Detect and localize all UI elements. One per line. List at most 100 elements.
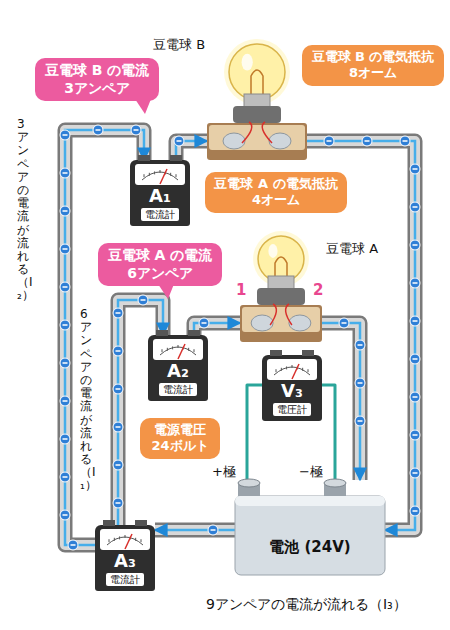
electron [60,130,70,140]
wire-group [65,130,415,545]
wire-group [155,530,235,531]
callout-text: 豆電球 A の電流 6アンペア [106,247,214,282]
electron [410,164,420,174]
electron [400,136,410,146]
wire-group [322,385,335,480]
callout-pointer-shape [135,99,151,114]
electron-sign [116,312,121,314]
callout-box: 豆電球 A の電流 6アンペア [98,243,222,286]
electron-sign [413,168,418,170]
electron-sign [413,434,418,436]
electron [113,308,123,318]
current-note-vertical: 6アンペアの電流が流れる（I₁） [80,308,92,493]
wire-tube [322,323,360,480]
callout-box: 豆電球 B の電流 3アンペア [35,58,159,101]
electron [60,396,70,406]
current-line [322,323,360,480]
electron [410,316,420,326]
electron-sign [141,299,146,301]
electron-sign [63,400,68,402]
callout-text: 豆電球 B の電気抵抗 8オーム [310,49,436,82]
electron-sign [202,322,207,324]
electron [131,125,141,135]
electron [113,498,123,508]
meter-symbol: A₃ [114,551,136,571]
electron [174,136,184,146]
electron-sign [413,320,418,322]
electron-sign [116,502,121,504]
callout-box: 電源電圧 24ボルト [140,418,220,459]
electron [113,460,123,470]
electron-sign [413,396,418,398]
electron [60,320,70,330]
current-note-vertical: 3アンペアの電流が流れる（I₂） [17,118,29,303]
meter-symbol: V₃ [281,381,303,401]
electron-sign [358,344,363,346]
electron-sign [116,350,121,352]
callout-box: 豆電球 A の電気抵抗 4オーム [205,172,347,213]
electron-sign [63,324,68,326]
callout-text: 豆電球 A の電気抵抗 4オーム [213,176,339,209]
electron [113,422,123,432]
electron-sign [358,382,363,384]
bulb-label: 豆電球 A [326,240,378,258]
electron [60,434,70,444]
meter-caption: 電流計 [141,208,179,221]
callout-box: 豆電球 B の電気抵抗 8オーム [302,45,444,86]
terminal-number: 1 [236,281,246,299]
meter-caption: 電流計 [159,383,197,396]
electron [410,240,420,250]
electron [60,244,70,254]
electron [410,278,420,288]
current-note: 9アンペアの電流が流れる（I₃） [206,596,407,614]
electron-sign [63,210,68,212]
meter-node: A₁ 電流計 [130,160,190,226]
electron [113,384,123,394]
electron [60,510,70,520]
electron [60,168,70,178]
electron-sign [211,529,216,531]
electron [60,472,70,482]
electron-sign [96,129,101,131]
callout-pointer [158,284,174,300]
meter-symbol: A₂ [167,361,189,381]
electron-sign [116,464,121,466]
callout-text: 電源電圧 24ボルト [148,422,212,455]
electron-sign [63,286,68,288]
electron-sign [327,140,332,142]
label-slot: −極 [299,463,323,481]
electron-sign [71,544,76,546]
electron-sign [63,172,68,174]
electron [60,206,70,216]
battery-label: 電池 (24V) [235,538,385,557]
meter-node: A₂ 電流計 [148,335,208,401]
meter-symbol: A₁ [149,186,171,206]
electron-sign [413,510,418,512]
electron [410,202,420,212]
meter-caption: 電流計 [106,573,144,586]
electron-sign [413,206,418,208]
bulb-label: 豆電球 B [153,36,205,54]
label-slot: 6アンペアの電流が流れる（I₁） [80,308,92,493]
wire-tube [155,523,235,538]
callout-pointer [135,99,151,115]
electron [410,430,420,440]
current-line [155,529,235,532]
electron-sign [413,472,418,474]
voltmeter-lead [322,385,335,480]
electron [208,525,218,535]
bulb-node: 豆電球 B [207,28,307,160]
electron [324,136,334,146]
electron-sign [63,362,68,364]
electron-sign [413,244,418,246]
meter-node: V₃電圧計 [262,355,322,421]
electron [355,340,365,350]
electron [410,506,420,516]
electron-sign [63,476,68,478]
electron [355,416,365,426]
electron [410,468,420,478]
bulb-node: 豆電球 A [240,222,322,342]
